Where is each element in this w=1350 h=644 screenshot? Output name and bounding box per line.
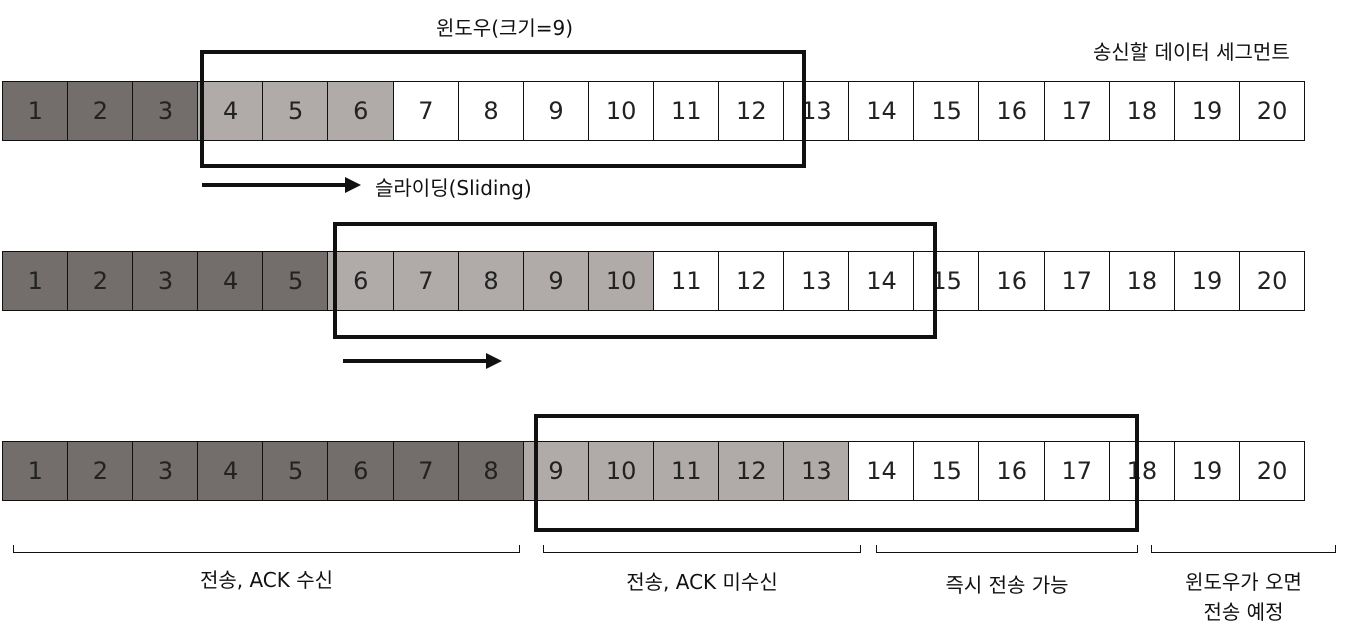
segment-cell: 12 [718, 251, 785, 311]
bracket-sent-unacked [543, 545, 861, 553]
segment-cell: 1 [2, 251, 69, 311]
slide-label: 슬라이딩(Sliding) [375, 176, 532, 200]
caption-future-line2: 전송 예정 [1203, 600, 1284, 624]
segment-cell: 18 [1108, 441, 1176, 501]
segment-cell: 3 [132, 81, 199, 141]
segment-cell: 10 [587, 251, 655, 311]
segment-cell: 3 [132, 251, 199, 311]
segment-cell: 1 [2, 441, 69, 501]
segment-cell: 4 [197, 441, 264, 501]
segment-cell: 15 [913, 81, 980, 141]
bracket-sendable [876, 545, 1138, 553]
segment-cell: 20 [1238, 81, 1306, 141]
segment-cell: 5 [262, 251, 329, 311]
segment-cell: 2 [67, 441, 134, 501]
segment-cell: 15 [913, 441, 980, 501]
window-frame-3 [534, 414, 1139, 532]
segment-cell: 8 [457, 441, 525, 501]
segment-cell: 2 [67, 251, 134, 311]
caption-sent-unacked: 전송, ACK 미수신 [626, 570, 778, 594]
segment-cell: 3 [132, 441, 199, 501]
segment-cell: 5 [262, 81, 329, 141]
segment-cell: 7 [392, 81, 460, 141]
segment-cell: 20 [1238, 441, 1306, 501]
segment-cell: 16 [978, 441, 1045, 501]
slide-arrow-2 [343, 353, 502, 369]
segment-cell: 14 [848, 251, 915, 311]
segment-cell: 15 [913, 251, 980, 311]
segment-cell: 17 [1043, 251, 1111, 311]
segment-cell: 11 [652, 441, 720, 501]
segment-cell: 12 [718, 81, 785, 141]
segment-cell: 6 [327, 441, 395, 501]
segment-cell: 17 [1043, 81, 1111, 141]
segment-cell: 14 [848, 81, 915, 141]
segment-cell: 2 [67, 81, 134, 141]
segment-cell: 9 [522, 81, 590, 141]
segment-cell: 13 [783, 81, 850, 141]
segment-cell: 10 [587, 441, 655, 501]
segment-cell: 9 [522, 441, 590, 501]
segment-cell: 5 [262, 441, 329, 501]
segment-cell: 17 [1043, 441, 1111, 501]
segment-cell: 16 [978, 81, 1045, 141]
window-frame-1 [200, 50, 806, 168]
caption-future-line1: 윈도우가 오면 [1185, 570, 1302, 594]
segment-cell: 10 [587, 81, 655, 141]
segment-cell: 7 [392, 441, 460, 501]
segment-cell: 19 [1173, 81, 1241, 141]
segment-cell: 19 [1173, 441, 1241, 501]
bracket-future [1151, 545, 1336, 553]
bracket-sent-acked [13, 545, 520, 553]
segment-cell: 1 [2, 81, 69, 141]
segment-cell: 18 [1108, 251, 1176, 311]
segment-cell: 16 [978, 251, 1045, 311]
window-size-label: 윈도우(크기=9) [436, 16, 574, 40]
segment-cell: 4 [197, 251, 264, 311]
slide-arrow-1 [202, 177, 361, 193]
caption-sent-acked: 전송, ACK 수신 [199, 568, 334, 592]
segment-cell: 19 [1173, 251, 1241, 311]
caption-sendable: 즉시 전송 가능 [945, 573, 1069, 597]
segment-cell: 13 [783, 441, 850, 501]
segment-cell: 8 [457, 81, 525, 141]
segments-label: 송신할 데이터 세그먼트 [1093, 40, 1290, 64]
segment-cell: 9 [522, 251, 590, 311]
segment-cell: 18 [1108, 81, 1176, 141]
segment-cell: 12 [718, 441, 785, 501]
segment-cell: 20 [1238, 251, 1306, 311]
window-frame-2 [333, 222, 937, 339]
